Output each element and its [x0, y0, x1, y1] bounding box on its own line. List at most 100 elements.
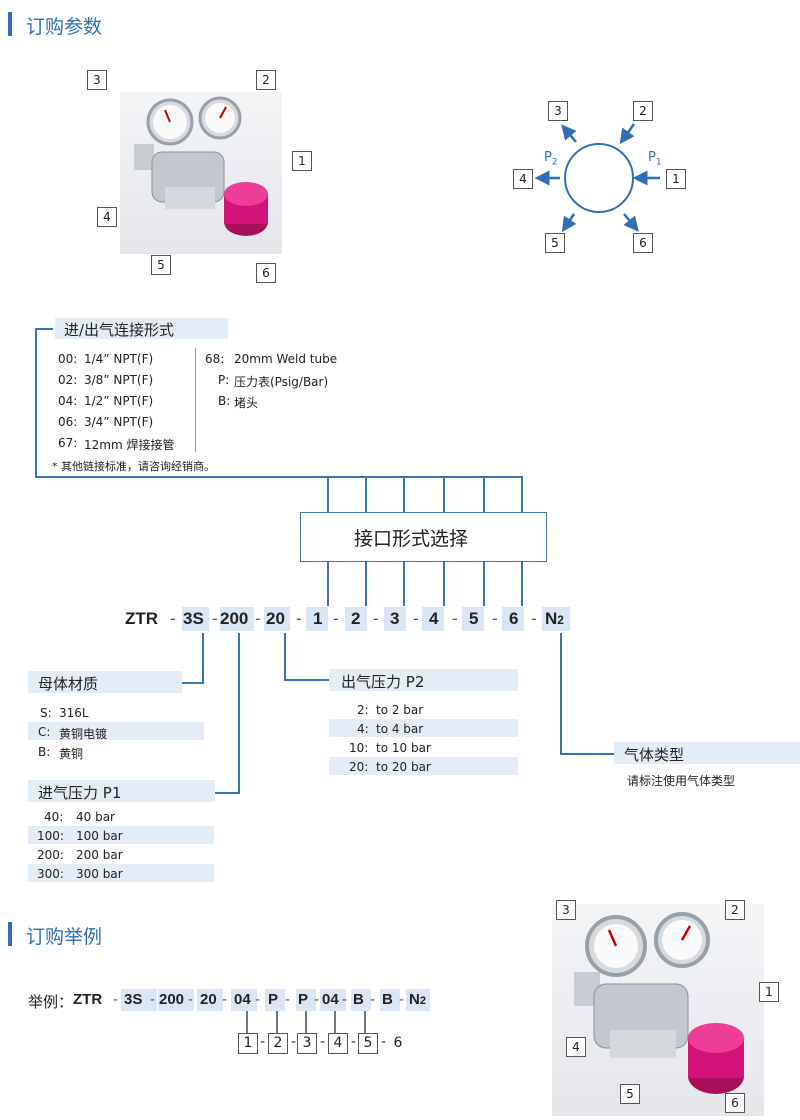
- connector-line: [560, 633, 562, 754]
- outlet-value: to 4 bar: [376, 722, 424, 736]
- code-dash: -: [255, 609, 261, 628]
- interface-box-label: 接口形式选择: [354, 528, 469, 550]
- connector-line: [365, 562, 367, 606]
- product-photo: [552, 904, 764, 1116]
- connector-line: [327, 562, 329, 606]
- conn-value: 20mm Weld tube: [234, 352, 338, 366]
- conn-value: 12mm 焊接接管: [84, 438, 175, 452]
- code-bg: [502, 607, 524, 631]
- example-material: 3S: [124, 991, 143, 1008]
- code-part-p1: 200: [220, 609, 249, 628]
- material-title: 母体材质: [38, 675, 99, 693]
- code-bg: [542, 607, 570, 631]
- code-dash: -: [452, 609, 458, 628]
- connector-line: [521, 562, 523, 606]
- example-bg: [265, 989, 285, 1011]
- connector-line: [403, 562, 405, 606]
- example-port-3: P: [298, 991, 309, 1008]
- example-dash: -: [188, 991, 193, 1008]
- example-bg: [406, 989, 430, 1011]
- conn-code: 00:: [58, 352, 78, 366]
- example-p1: 200: [159, 991, 185, 1008]
- p2-label: P2: [544, 150, 558, 168]
- conn-value: 压力表(Psig/Bar): [234, 375, 329, 389]
- connector-line: [182, 682, 204, 684]
- example-number-5: 5: [358, 1033, 378, 1054]
- conn-value: 3/8” NPT(F): [84, 373, 154, 387]
- conn-code: 02:: [58, 373, 78, 387]
- port-label-5: 5: [545, 233, 565, 253]
- code-port-6: 6: [509, 609, 519, 628]
- connector-line: [215, 792, 240, 794]
- connector-line: [284, 679, 329, 681]
- material-value: 黄铜: [59, 747, 84, 761]
- example-dash: -: [370, 991, 375, 1008]
- port-diagram: [534, 123, 660, 233]
- inlet-value: 100 bar: [76, 829, 123, 843]
- material-title-bg: [28, 671, 182, 693]
- example-bg: [121, 989, 157, 1011]
- inlet-code: 200:: [37, 848, 64, 862]
- example-dash: -: [255, 991, 260, 1008]
- inlet-code: 300:: [37, 867, 64, 881]
- example-bg: [231, 989, 257, 1011]
- connector-line: [35, 328, 53, 330]
- conn-divider: [195, 348, 196, 452]
- inlet-value: 300 bar: [76, 867, 123, 881]
- connector-line: [364, 1011, 366, 1033]
- inlet-title: 进气压力 P1: [38, 784, 122, 802]
- row-stripe: [329, 757, 518, 775]
- example-dash: -: [285, 991, 290, 1008]
- connector-line: [238, 633, 240, 793]
- material-code: C:: [38, 725, 51, 739]
- photo-label-5: 5: [151, 255, 171, 275]
- code-bg: [220, 607, 254, 631]
- conn-code: B:: [218, 394, 231, 408]
- code-part-series: ZTR: [125, 609, 159, 628]
- example-number-dash: -: [291, 1034, 297, 1050]
- connector-line: [276, 1011, 278, 1033]
- port-label-3: 3: [548, 101, 568, 121]
- connector-line: [202, 633, 204, 683]
- connector-line: [35, 476, 523, 478]
- example-dash: -: [222, 991, 227, 1008]
- code-dash: -: [296, 609, 302, 628]
- section-marker: [8, 12, 12, 36]
- code-dash: -: [373, 609, 379, 628]
- code-dash: -: [333, 609, 339, 628]
- inlet-code: 40:: [44, 810, 64, 824]
- connector-line: [327, 478, 329, 512]
- regulator-circle: [564, 143, 634, 213]
- photo-label-6: 6: [256, 263, 276, 283]
- example-bg: [380, 989, 400, 1011]
- example-bg: [158, 989, 194, 1011]
- example-p2: 20: [200, 991, 217, 1008]
- code-bg: [264, 607, 290, 631]
- code-part-gas: N2: [545, 609, 564, 628]
- example-number-3: 3: [297, 1033, 317, 1054]
- example-dash: -: [113, 991, 118, 1008]
- code-part-p2: 20: [266, 609, 285, 628]
- outlet-value: to 2 bar: [376, 703, 424, 717]
- connector-line: [403, 478, 405, 512]
- code-dash: -: [170, 609, 176, 628]
- code-bg: [422, 607, 444, 631]
- outlet-code: 10:: [349, 741, 369, 755]
- p1-label: P1: [648, 150, 662, 168]
- section-title-params: 订购参数: [26, 16, 103, 38]
- inlet-value: 200 bar: [76, 848, 123, 862]
- connector-line: [483, 562, 485, 606]
- code-bg: [384, 607, 406, 631]
- inlet-title-bg: [28, 780, 215, 802]
- row-stripe: [28, 722, 204, 740]
- outlet-code: 2:: [357, 703, 369, 717]
- code-bg: [306, 607, 328, 631]
- outlet-value: to 10 bar: [376, 741, 431, 755]
- code-dash: -: [531, 609, 537, 628]
- code-port-1: 1: [313, 609, 323, 628]
- port-label-2: 2: [633, 101, 653, 121]
- example-number-1: 1: [238, 1033, 258, 1054]
- connector-line: [305, 1011, 307, 1033]
- outlet-value: to 20 bar: [376, 760, 431, 774]
- connector-line: [443, 562, 445, 606]
